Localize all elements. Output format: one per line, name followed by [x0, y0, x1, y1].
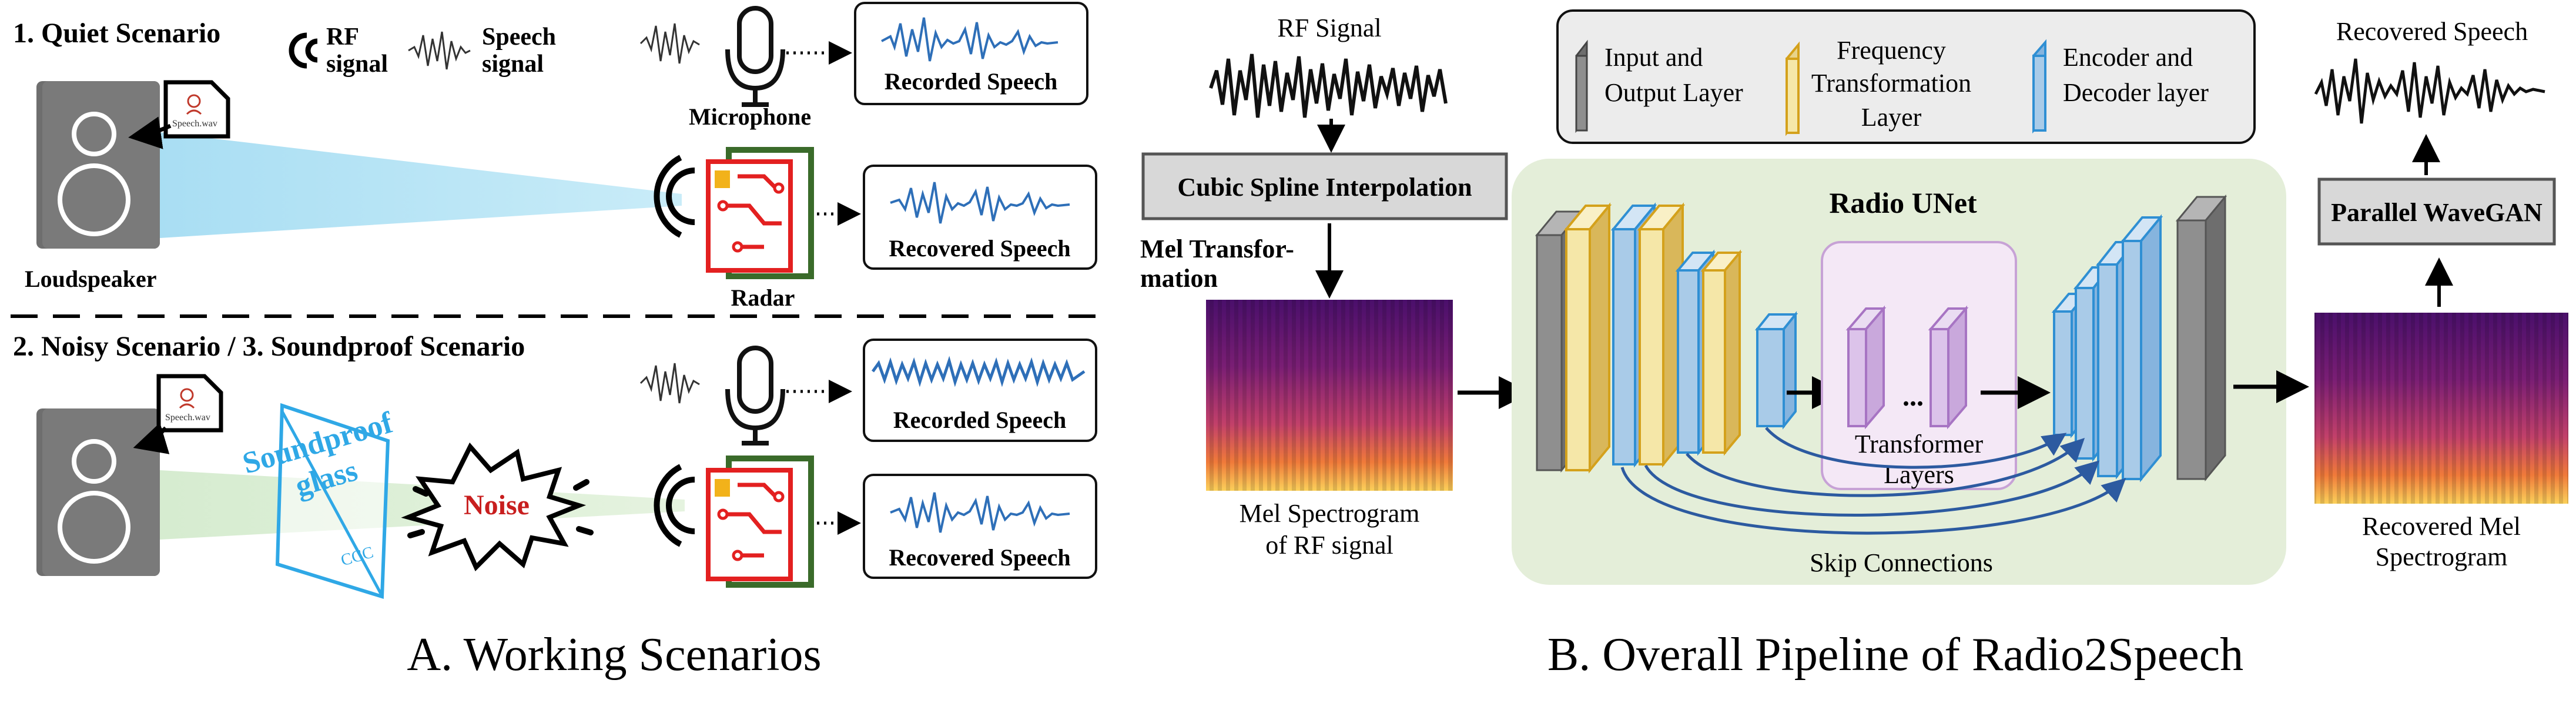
- noisy-recovered-waveform: [890, 492, 1070, 533]
- cubic-spline-label: Cubic Spline Interpolation: [1177, 173, 1472, 202]
- legend-encdec-swatch: [2032, 39, 2046, 134]
- cubic-spline-box: [1141, 152, 1508, 220]
- recovered-speech-waveform: [2314, 58, 2545, 124]
- legend-freq-label-3: Layer: [1861, 103, 1922, 132]
- noisy-file-arrow: [133, 423, 170, 454]
- quiet-microphone-icon: [725, 6, 785, 107]
- quiet-recovered-label: Recovered Speech: [889, 235, 1070, 262]
- transformer-layer-2: [1928, 305, 1969, 430]
- quiet-loudspeaker-icon: [36, 81, 160, 249]
- unet-freq-layer-1: [1563, 202, 1612, 474]
- legend-io-label-2: Output Layer: [1604, 78, 1743, 107]
- skip-connections-label: Skip Connections: [1810, 548, 1993, 577]
- legend-io-swatch: [1575, 39, 1588, 133]
- noisy-recovered-speech-box: [863, 474, 1097, 579]
- quiet-scenario-title: 1. Quiet Scenario: [13, 18, 220, 49]
- loudspeaker-label: Loudspeaker: [25, 266, 157, 292]
- quiet-recovered-speech-box: [863, 165, 1097, 270]
- unet-freq-layer-2: [1637, 202, 1686, 468]
- transformer-block: [1821, 241, 2017, 490]
- quiet-speech-wave-icon: [639, 23, 700, 64]
- rf-legend-label-1: RF: [326, 24, 359, 51]
- microphone-label: Microphone: [689, 103, 811, 130]
- legend-encdec-label-1: Encoder and: [2063, 43, 2193, 72]
- noise-burst-icon: [401, 442, 594, 571]
- quiet-recorded-waveform: [881, 17, 1058, 62]
- transformer-label-1: Transformer: [1855, 430, 1984, 458]
- legend-encdec-label-2: Decoder layer: [2063, 78, 2209, 107]
- skip-connections: [1620, 427, 2126, 535]
- noisy-recorded-speech-box: [863, 339, 1097, 442]
- transformer-label-2: Layers: [1884, 460, 1954, 489]
- recovered-mel-label-1: Recovered Mel: [2362, 512, 2521, 541]
- rf-legend-icon: [289, 32, 318, 69]
- legend-freq-label-2: Transformation: [1811, 69, 1971, 98]
- parallel-wavegan-box: [2317, 177, 2556, 246]
- speech-legend-label-1: Speech: [482, 24, 556, 51]
- mel-rf-label-1: Mel Spectrogram: [1240, 499, 1420, 528]
- noisy-radar-signal-icon: [654, 464, 695, 547]
- recovered-mel-label-2: Spectrogram: [2376, 542, 2508, 571]
- recovered-speech-title: Recovered Speech: [2336, 17, 2528, 46]
- unet-freq-layer-3: [1700, 249, 1743, 456]
- noisy-radar-icon: [706, 456, 814, 588]
- quiet-radar-icon: [706, 147, 814, 279]
- rf-signal-label: RF Signal: [1277, 14, 1381, 42]
- radar-label: Radar: [731, 284, 795, 311]
- noisy-scenario-title: 2. Noisy Scenario / 3. Soundproof Scenar…: [13, 331, 525, 362]
- noise-label: Noise: [464, 490, 530, 521]
- quiet-radar-signal-icon: [654, 155, 695, 238]
- noisy-recorded-waveform: [871, 356, 1086, 387]
- noisy-recovered-label: Recovered Speech: [889, 544, 1070, 571]
- transformer-ellipsis: ...: [1902, 381, 1924, 412]
- mel-spectrogram-rf: [1206, 300, 1453, 491]
- quiet-file-arrow: [128, 116, 172, 149]
- quiet-sound-beam: [160, 132, 682, 238]
- legend-io-label-1: Input and: [1604, 43, 1703, 72]
- recovered-mel-spectrogram: [2314, 313, 2568, 504]
- speech-legend-icon: [408, 31, 471, 70]
- speech-legend-label-2: signal: [482, 51, 544, 78]
- quiet-speech-file-icon: Speech.wav: [163, 80, 230, 139]
- parallel-wavegan-label: Parallel WaveGAN: [2331, 198, 2542, 227]
- quiet-recovered-waveform: [890, 182, 1070, 224]
- quiet-speech-file-label: Speech.wav: [172, 119, 217, 129]
- legend-freq-label-1: Frequency: [1837, 36, 1946, 65]
- legend-freq-swatch: [1786, 41, 1800, 136]
- quiet-recorded-label: Recorded Speech: [885, 68, 1057, 95]
- left-panel: 1. Quiet Scenario RF signal Speech signa…: [11, 2, 1102, 681]
- noisy-speech-wave-icon: [639, 363, 700, 404]
- mel-transform-label-2: mation: [1140, 264, 1218, 293]
- noisy-recorded-label: Recorded Speech: [893, 407, 1066, 433]
- transformer-layer-1: [1845, 305, 1887, 430]
- radio-unet-title: Radio UNet: [1829, 186, 1977, 219]
- layer-legend-box: [1556, 9, 2256, 144]
- unet-output-layer: [2175, 194, 2227, 482]
- mel-transform-label-1: Mel Transfor-: [1140, 235, 1294, 263]
- mel-rf-label-2: of RF signal: [1265, 531, 1393, 560]
- soundproof-glass-icon: [275, 403, 390, 600]
- unet-encoder-layer-3: [1754, 311, 1798, 430]
- noisy-speech-file-label: Speech.wav: [165, 413, 210, 423]
- left-caption: A. Working Scenarios: [407, 629, 821, 681]
- unet-decoder-layer-4: [2120, 214, 2163, 483]
- noisy-microphone-icon: [725, 346, 785, 446]
- noisy-speech-file-icon: Speech.wav: [156, 374, 223, 433]
- rf-signal-waveform: [1209, 53, 1448, 118]
- right-panel: RF Signal Cubic Spline Interpolation Mel…: [1140, 9, 2568, 681]
- right-caption: B. Overall Pipeline of Radio2Speech: [1547, 629, 2243, 681]
- rf-legend-label-2: signal: [326, 51, 388, 78]
- noisy-loudspeaker-icon: [36, 408, 160, 576]
